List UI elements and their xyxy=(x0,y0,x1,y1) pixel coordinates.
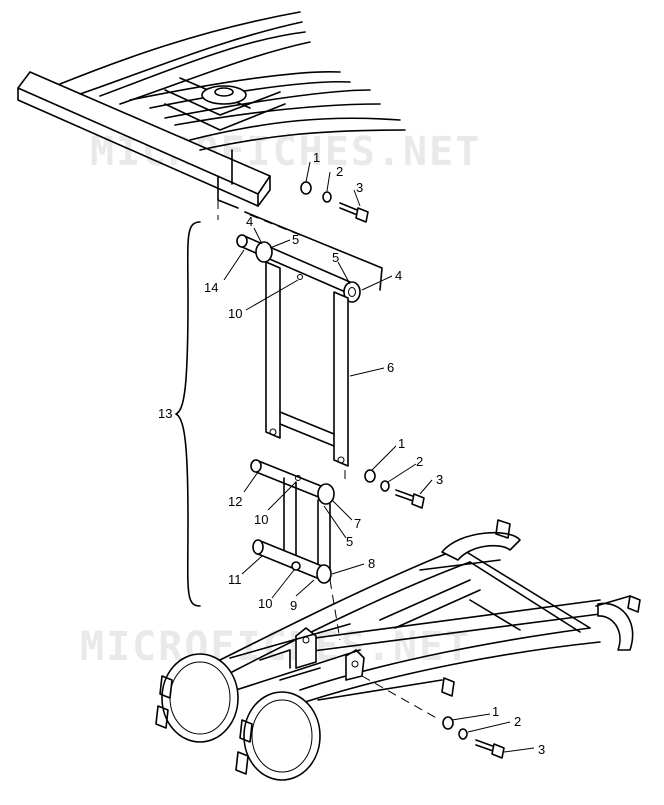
callout-12: 12 xyxy=(228,494,242,509)
watermark-bottom: MICROFICHES.NET xyxy=(80,624,471,670)
callout-5-mid: 5 xyxy=(346,534,353,549)
callout-3-mid: 3 xyxy=(436,472,443,487)
lock-washer-icon xyxy=(322,191,332,203)
callout-3-top: 3 xyxy=(356,180,363,195)
bushing-icon xyxy=(343,281,361,303)
washer-icon xyxy=(300,181,312,195)
bottom-fasteners xyxy=(361,675,505,759)
lower-a-frame xyxy=(155,519,641,781)
callout-5-left: 5 xyxy=(292,232,299,247)
pivot-shaft-lower xyxy=(252,539,332,584)
callout-7: 7 xyxy=(354,516,361,531)
axle-clamp-right xyxy=(243,691,321,781)
link-arm-right xyxy=(333,291,349,467)
bushing-icon xyxy=(317,483,335,505)
callout-10-top: 10 xyxy=(228,306,242,321)
callout-1-top: 1 xyxy=(313,150,320,165)
callout-2-mid: 2 xyxy=(416,454,423,469)
callout-labels: 1 2 3 4 5 5 4 14 10 6 13 1 2 3 12 10 7 5… xyxy=(158,150,545,757)
link-assembly xyxy=(236,234,361,467)
callout-13: 13 xyxy=(158,406,172,421)
callout-4-right: 4 xyxy=(395,268,402,283)
pivot-shaft-middle xyxy=(250,459,335,581)
callout-3-bottom: 3 xyxy=(538,742,545,757)
callout-1-bottom: 1 xyxy=(492,704,499,719)
callout-11: 11 xyxy=(228,572,242,587)
lock-washer-icon xyxy=(380,480,390,492)
upper-frame xyxy=(17,11,406,209)
callout-1-mid: 1 xyxy=(398,436,405,451)
axle-clamp-left xyxy=(161,653,239,743)
callout-2-bottom: 2 xyxy=(514,714,521,729)
callout-10-mid: 10 xyxy=(254,512,268,527)
callout-14: 14 xyxy=(204,280,218,295)
callout-4-left: 4 xyxy=(246,214,253,229)
middle-fasteners xyxy=(364,469,425,509)
leader-lines xyxy=(223,161,535,753)
callout-2-top: 2 xyxy=(336,164,343,179)
callout-6: 6 xyxy=(387,360,394,375)
callout-8: 8 xyxy=(368,556,375,571)
callout-5-right: 5 xyxy=(332,250,339,265)
callout-10-bottom: 10 xyxy=(258,596,272,611)
washer-icon xyxy=(442,716,454,730)
assembly-brace xyxy=(175,221,201,607)
bushing-icon xyxy=(316,564,332,584)
lock-washer-icon xyxy=(458,728,468,740)
bushing-icon xyxy=(255,241,273,263)
callout-9: 9 xyxy=(290,598,297,613)
top-fasteners xyxy=(300,181,369,223)
link-arm-left xyxy=(265,261,281,439)
washer-icon xyxy=(364,469,376,483)
